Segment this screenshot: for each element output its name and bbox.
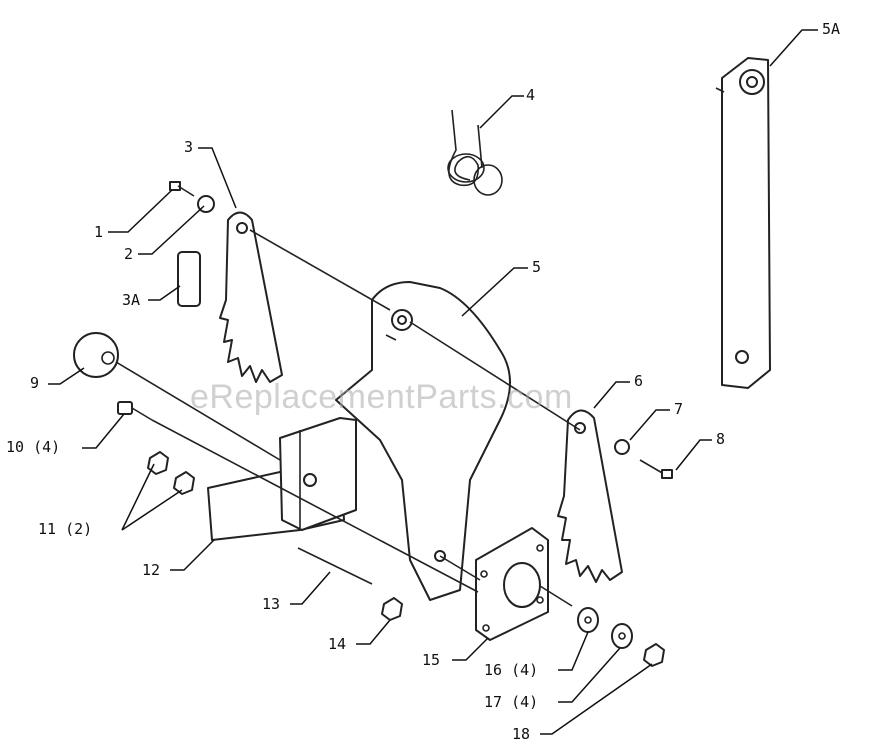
callout-14: 14 xyxy=(328,635,347,653)
part-14-nut xyxy=(381,597,403,621)
callout-3: 3 xyxy=(184,138,194,156)
callout-5: 5 xyxy=(532,258,542,276)
callout-15: 15 xyxy=(422,651,441,669)
assembly-lines xyxy=(115,229,581,593)
part-3-pawl xyxy=(219,211,283,383)
part-5a-link-bar xyxy=(715,57,771,389)
callout-12: 12 xyxy=(142,561,161,579)
part-8-screw xyxy=(639,459,673,479)
part-18-nut xyxy=(643,643,665,667)
callout-7: 7 xyxy=(674,400,684,418)
callout-11: 11 (2) xyxy=(38,520,93,538)
part-10-screw xyxy=(117,401,153,421)
part-15-mount-plate xyxy=(475,527,549,641)
callout-5a: 5A xyxy=(822,20,841,38)
callout-8: 8 xyxy=(716,430,726,448)
callout-6: 6 xyxy=(634,372,644,390)
watermark: eReplacementParts.com xyxy=(190,378,573,416)
part-7-washer xyxy=(614,439,630,455)
callout-16: 16 (4) xyxy=(484,661,539,679)
part-13-threaded-rod xyxy=(297,547,373,585)
part-1-screw xyxy=(169,181,195,197)
callout-3a: 3A xyxy=(122,291,141,309)
part-9-knob xyxy=(73,332,119,378)
part-16-washer xyxy=(577,607,599,633)
callout-10: 10 (4) xyxy=(6,438,61,456)
callout-17: 17 (4) xyxy=(484,693,539,711)
part-16-bolt xyxy=(539,585,573,607)
callout-18: 18 xyxy=(512,725,531,743)
part-6-pawl xyxy=(557,409,623,583)
part-11-nuts xyxy=(147,451,195,495)
callout-1: 1 xyxy=(94,223,104,241)
callout-9: 9 xyxy=(30,374,40,392)
part-3a-plate xyxy=(177,251,201,307)
part-5-main-plate xyxy=(335,281,511,601)
leader-lines xyxy=(48,29,818,735)
part-12-bracket xyxy=(207,417,357,541)
callout-2: 2 xyxy=(124,245,134,263)
callout-4: 4 xyxy=(526,86,536,104)
part-4-spring xyxy=(447,109,503,196)
part-17-washer xyxy=(611,623,633,649)
callout-13: 13 xyxy=(262,595,281,613)
